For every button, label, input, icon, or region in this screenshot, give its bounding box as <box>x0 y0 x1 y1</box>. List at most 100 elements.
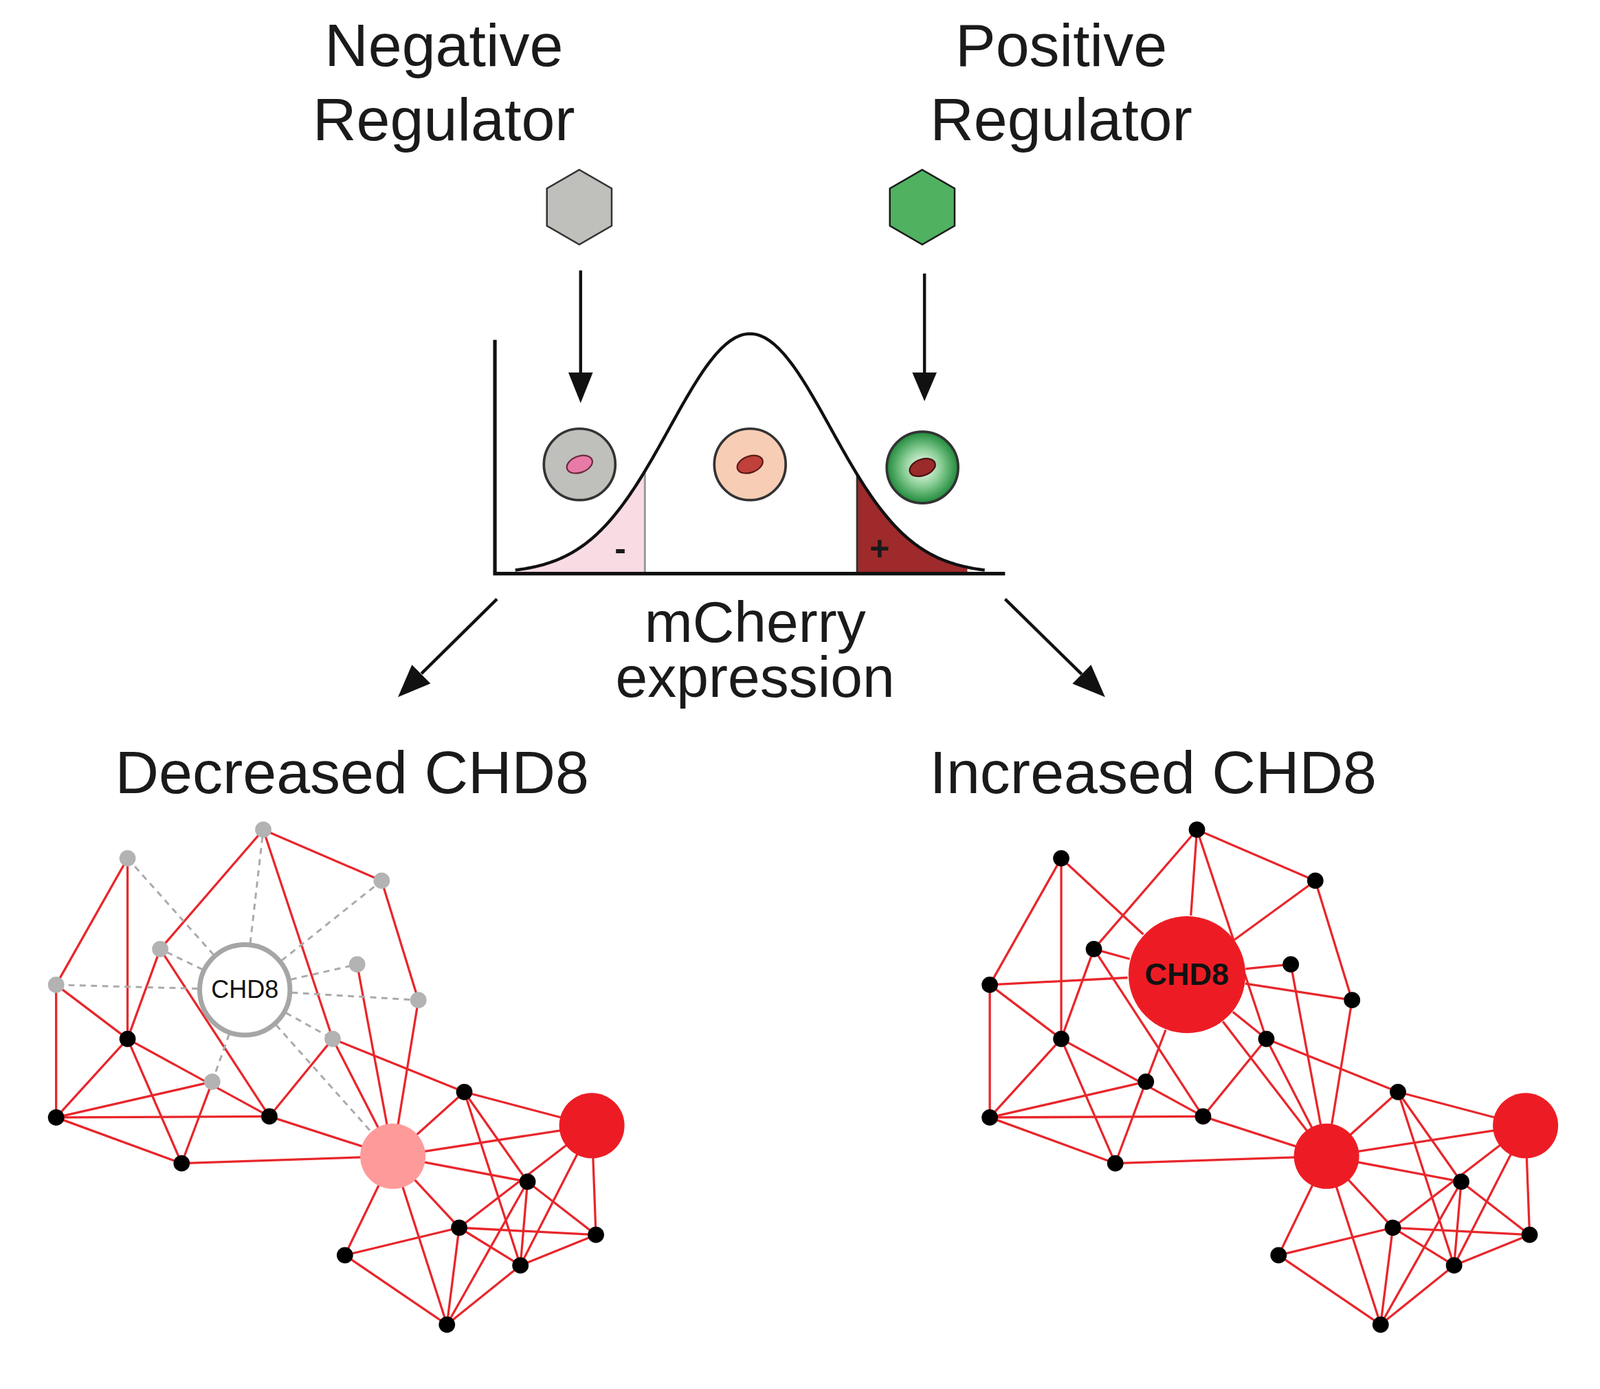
network-dot <box>519 1173 537 1191</box>
interaction-line <box>1380 1227 1394 1325</box>
interaction-line <box>1278 1227 1393 1255</box>
regulator-hexagon: Negative Regulator <box>545 168 614 247</box>
interaction-line <box>1278 1254 1381 1325</box>
hexagon <box>890 169 955 245</box>
interaction-line <box>1115 1081 1147 1164</box>
network-dot <box>336 1246 354 1264</box>
network <box>981 821 1559 1333</box>
interaction-line <box>56 984 128 1040</box>
interaction-line <box>520 1235 596 1266</box>
interaction-line <box>56 1081 213 1118</box>
network-dot <box>456 1083 473 1101</box>
interaction-line <box>989 1039 1062 1118</box>
distribution <box>515 334 985 574</box>
network-dot <box>1521 1226 1539 1244</box>
network-dot <box>151 940 169 958</box>
lost-interaction <box>281 880 383 961</box>
tail-sign: - <box>600 529 642 568</box>
network <box>48 821 625 1333</box>
negative-cutoff <box>643 470 647 574</box>
chd8-circle: CHD8 <box>1127 915 1247 1034</box>
circle-label: CHD8 <box>210 975 279 1004</box>
regulator-heading: Positive Regulator <box>896 8 1227 157</box>
network-dot <box>981 1109 998 1126</box>
regulator-hexagon: Positive Regulator <box>888 168 957 247</box>
arrow-shaft <box>421 599 497 674</box>
network-dot <box>981 976 998 994</box>
network-dot <box>324 1030 341 1048</box>
interaction-line <box>263 829 382 881</box>
axis-title: mCherry expression <box>583 595 928 706</box>
interaction-line <box>1145 1030 1166 1082</box>
interaction-line <box>446 1265 521 1325</box>
network-dot <box>119 850 137 867</box>
network-dot <box>559 1092 625 1159</box>
interaction-line <box>989 1117 1116 1164</box>
nucleus <box>734 452 765 477</box>
interaction-line <box>56 1039 128 1118</box>
interaction-line <box>1315 880 1352 1000</box>
network-dot <box>48 1109 65 1126</box>
interaction-line <box>446 1181 528 1325</box>
bell-curve <box>515 334 985 571</box>
network-dot <box>204 1073 221 1091</box>
hexagon <box>547 169 612 245</box>
interaction-line <box>1380 1181 1462 1325</box>
nucleus <box>907 454 938 480</box>
interaction-line <box>1380 1265 1455 1325</box>
interaction-line <box>1202 1039 1266 1117</box>
lost-interaction <box>56 984 198 990</box>
interaction-line <box>446 1227 460 1325</box>
network-dot <box>173 1155 190 1172</box>
hexagon-outline <box>888 168 957 247</box>
network-dot <box>1372 1316 1390 1333</box>
interaction-line <box>1234 880 1316 940</box>
interaction-line <box>56 858 128 985</box>
network-dot <box>410 991 427 1009</box>
network-dot <box>1384 1219 1402 1236</box>
network-dot <box>1137 1073 1154 1091</box>
interaction-line <box>127 1039 183 1164</box>
network-dot <box>438 1316 455 1333</box>
interaction-line <box>1245 983 1352 1000</box>
network-dot <box>1052 850 1070 867</box>
interaction-line <box>459 1227 596 1235</box>
interaction-line <box>160 829 264 950</box>
circle-shape <box>1128 916 1246 1033</box>
interaction-line <box>1393 1227 1530 1235</box>
network-dot <box>1270 1246 1287 1264</box>
lost-interaction <box>290 964 358 980</box>
interaction-line <box>127 949 161 1040</box>
interaction-line <box>1454 1235 1530 1266</box>
interaction-line <box>127 1039 270 1117</box>
circle-label: CHD8 <box>1144 956 1229 993</box>
interaction-line <box>989 984 1062 1040</box>
network-dot <box>512 1257 529 1274</box>
arrow-head <box>568 372 594 404</box>
arrow-shaft <box>1004 599 1082 675</box>
arrow-head <box>912 372 937 402</box>
chd8-circle: CHD8 <box>196 941 293 1038</box>
hexagon-outline <box>545 168 614 247</box>
network-dot <box>119 1030 137 1048</box>
network-dot <box>1452 1173 1470 1191</box>
interaction-line <box>989 1116 1203 1117</box>
interaction-line <box>989 984 992 1118</box>
network-dot <box>1492 1092 1559 1159</box>
network-dot <box>450 1219 468 1236</box>
interaction-line <box>56 1117 183 1164</box>
interaction-line <box>989 978 1128 985</box>
interaction-line <box>1191 829 1198 916</box>
interaction-line <box>989 858 1062 985</box>
network-dot <box>1282 956 1299 973</box>
plot-axes <box>494 340 1005 574</box>
interaction-line <box>126 858 129 1040</box>
network-dot <box>1307 872 1324 890</box>
network-dot <box>1189 821 1206 838</box>
interaction-line <box>332 1039 465 1093</box>
cell <box>543 428 616 501</box>
network-dot <box>1446 1257 1463 1274</box>
positive-cutoff <box>856 474 859 574</box>
network-dot <box>373 872 390 890</box>
